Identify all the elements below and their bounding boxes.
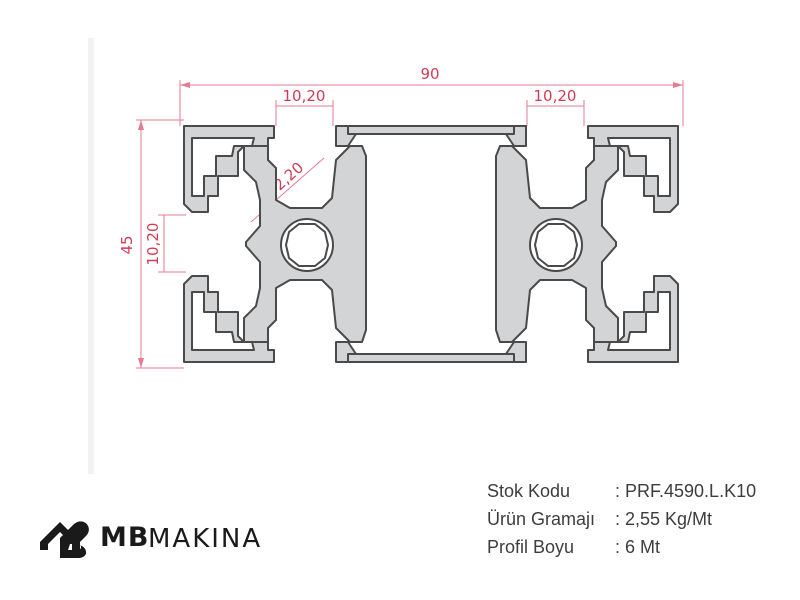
dimension-lines — [136, 80, 684, 369]
dim-overall-width: 90 — [420, 65, 439, 83]
dim-slot-left: 10,20 — [283, 87, 326, 105]
brand-logo: MB MAKINA — [36, 512, 276, 562]
spec-label: Profil Boyu — [487, 537, 575, 557]
dim-overall-height: 45 — [118, 235, 136, 254]
spec-value: : 2,55 Kg/Mt — [615, 509, 713, 529]
technical-drawing: 90 10,20 10,20 45 10,20 2,20 Ø9 — [88, 38, 800, 474]
profile-drawing: 90 10,20 10,20 45 10,20 2,20 Ø9 — [118, 65, 684, 369]
bore-left — [280, 218, 334, 272]
brand-light-text: MAKINA — [148, 524, 263, 554]
spec-label: Ürün Gramajı — [487, 509, 596, 529]
spec-value: : PRF.4590.L.K10 — [615, 481, 757, 501]
dim-slot-right: 10,20 — [534, 87, 577, 105]
spec-value: : 6 Mt — [615, 537, 661, 557]
aluminium-profile — [183, 125, 679, 363]
mb-logo-icon — [40, 521, 89, 558]
spec-label: Stok Kodu — [487, 481, 571, 501]
bore-right — [529, 218, 583, 272]
brand-bold-text: MB — [100, 522, 150, 553]
dim-slot-vertical: 10,20 — [144, 223, 162, 266]
